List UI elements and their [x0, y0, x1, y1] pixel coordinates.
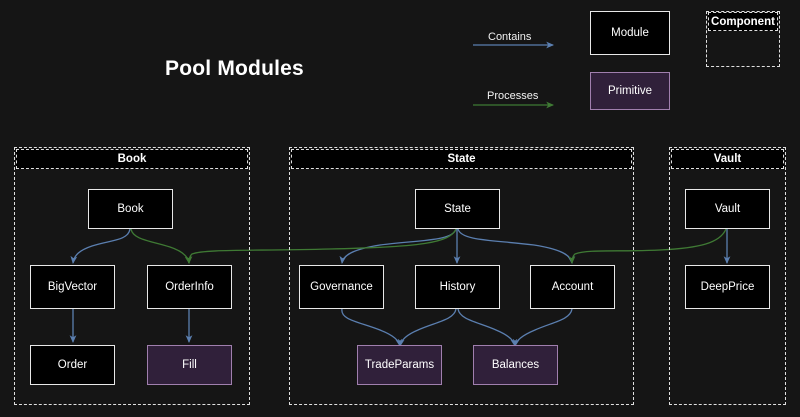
node-bigvector[interactable]: BigVector	[30, 265, 115, 309]
legend-component-box	[706, 11, 780, 67]
cluster-vault	[669, 147, 786, 405]
legend-primitive-box: Primitive	[590, 72, 670, 110]
cluster-state	[289, 147, 634, 405]
node-state[interactable]: State	[415, 189, 500, 229]
node-fill[interactable]: Fill	[147, 345, 232, 385]
node-tradeparams[interactable]: TradeParams	[357, 345, 442, 385]
legend-component-header-label: Component	[708, 12, 778, 31]
cluster-vault-label: Vault	[671, 149, 784, 169]
node-vault[interactable]: Vault	[685, 189, 770, 229]
legend-module-box: Module	[590, 11, 670, 55]
node-account[interactable]: Account	[530, 265, 615, 309]
cluster-book-label: Book	[16, 149, 248, 169]
node-orderinfo[interactable]: OrderInfo	[147, 265, 232, 309]
cluster-book	[14, 147, 250, 405]
cluster-state-label: State	[291, 149, 632, 169]
node-deepprice[interactable]: DeepPrice	[685, 265, 770, 309]
node-balances[interactable]: Balances	[473, 345, 558, 385]
node-governance[interactable]: Governance	[299, 265, 384, 309]
node-history[interactable]: History	[415, 265, 500, 309]
page-title: Pool Modules	[165, 57, 304, 80]
node-book[interactable]: Book	[88, 189, 173, 229]
legend-contains-label: Contains	[488, 31, 532, 43]
node-order[interactable]: Order	[30, 345, 115, 385]
legend-processes-label: Processes	[487, 90, 539, 102]
